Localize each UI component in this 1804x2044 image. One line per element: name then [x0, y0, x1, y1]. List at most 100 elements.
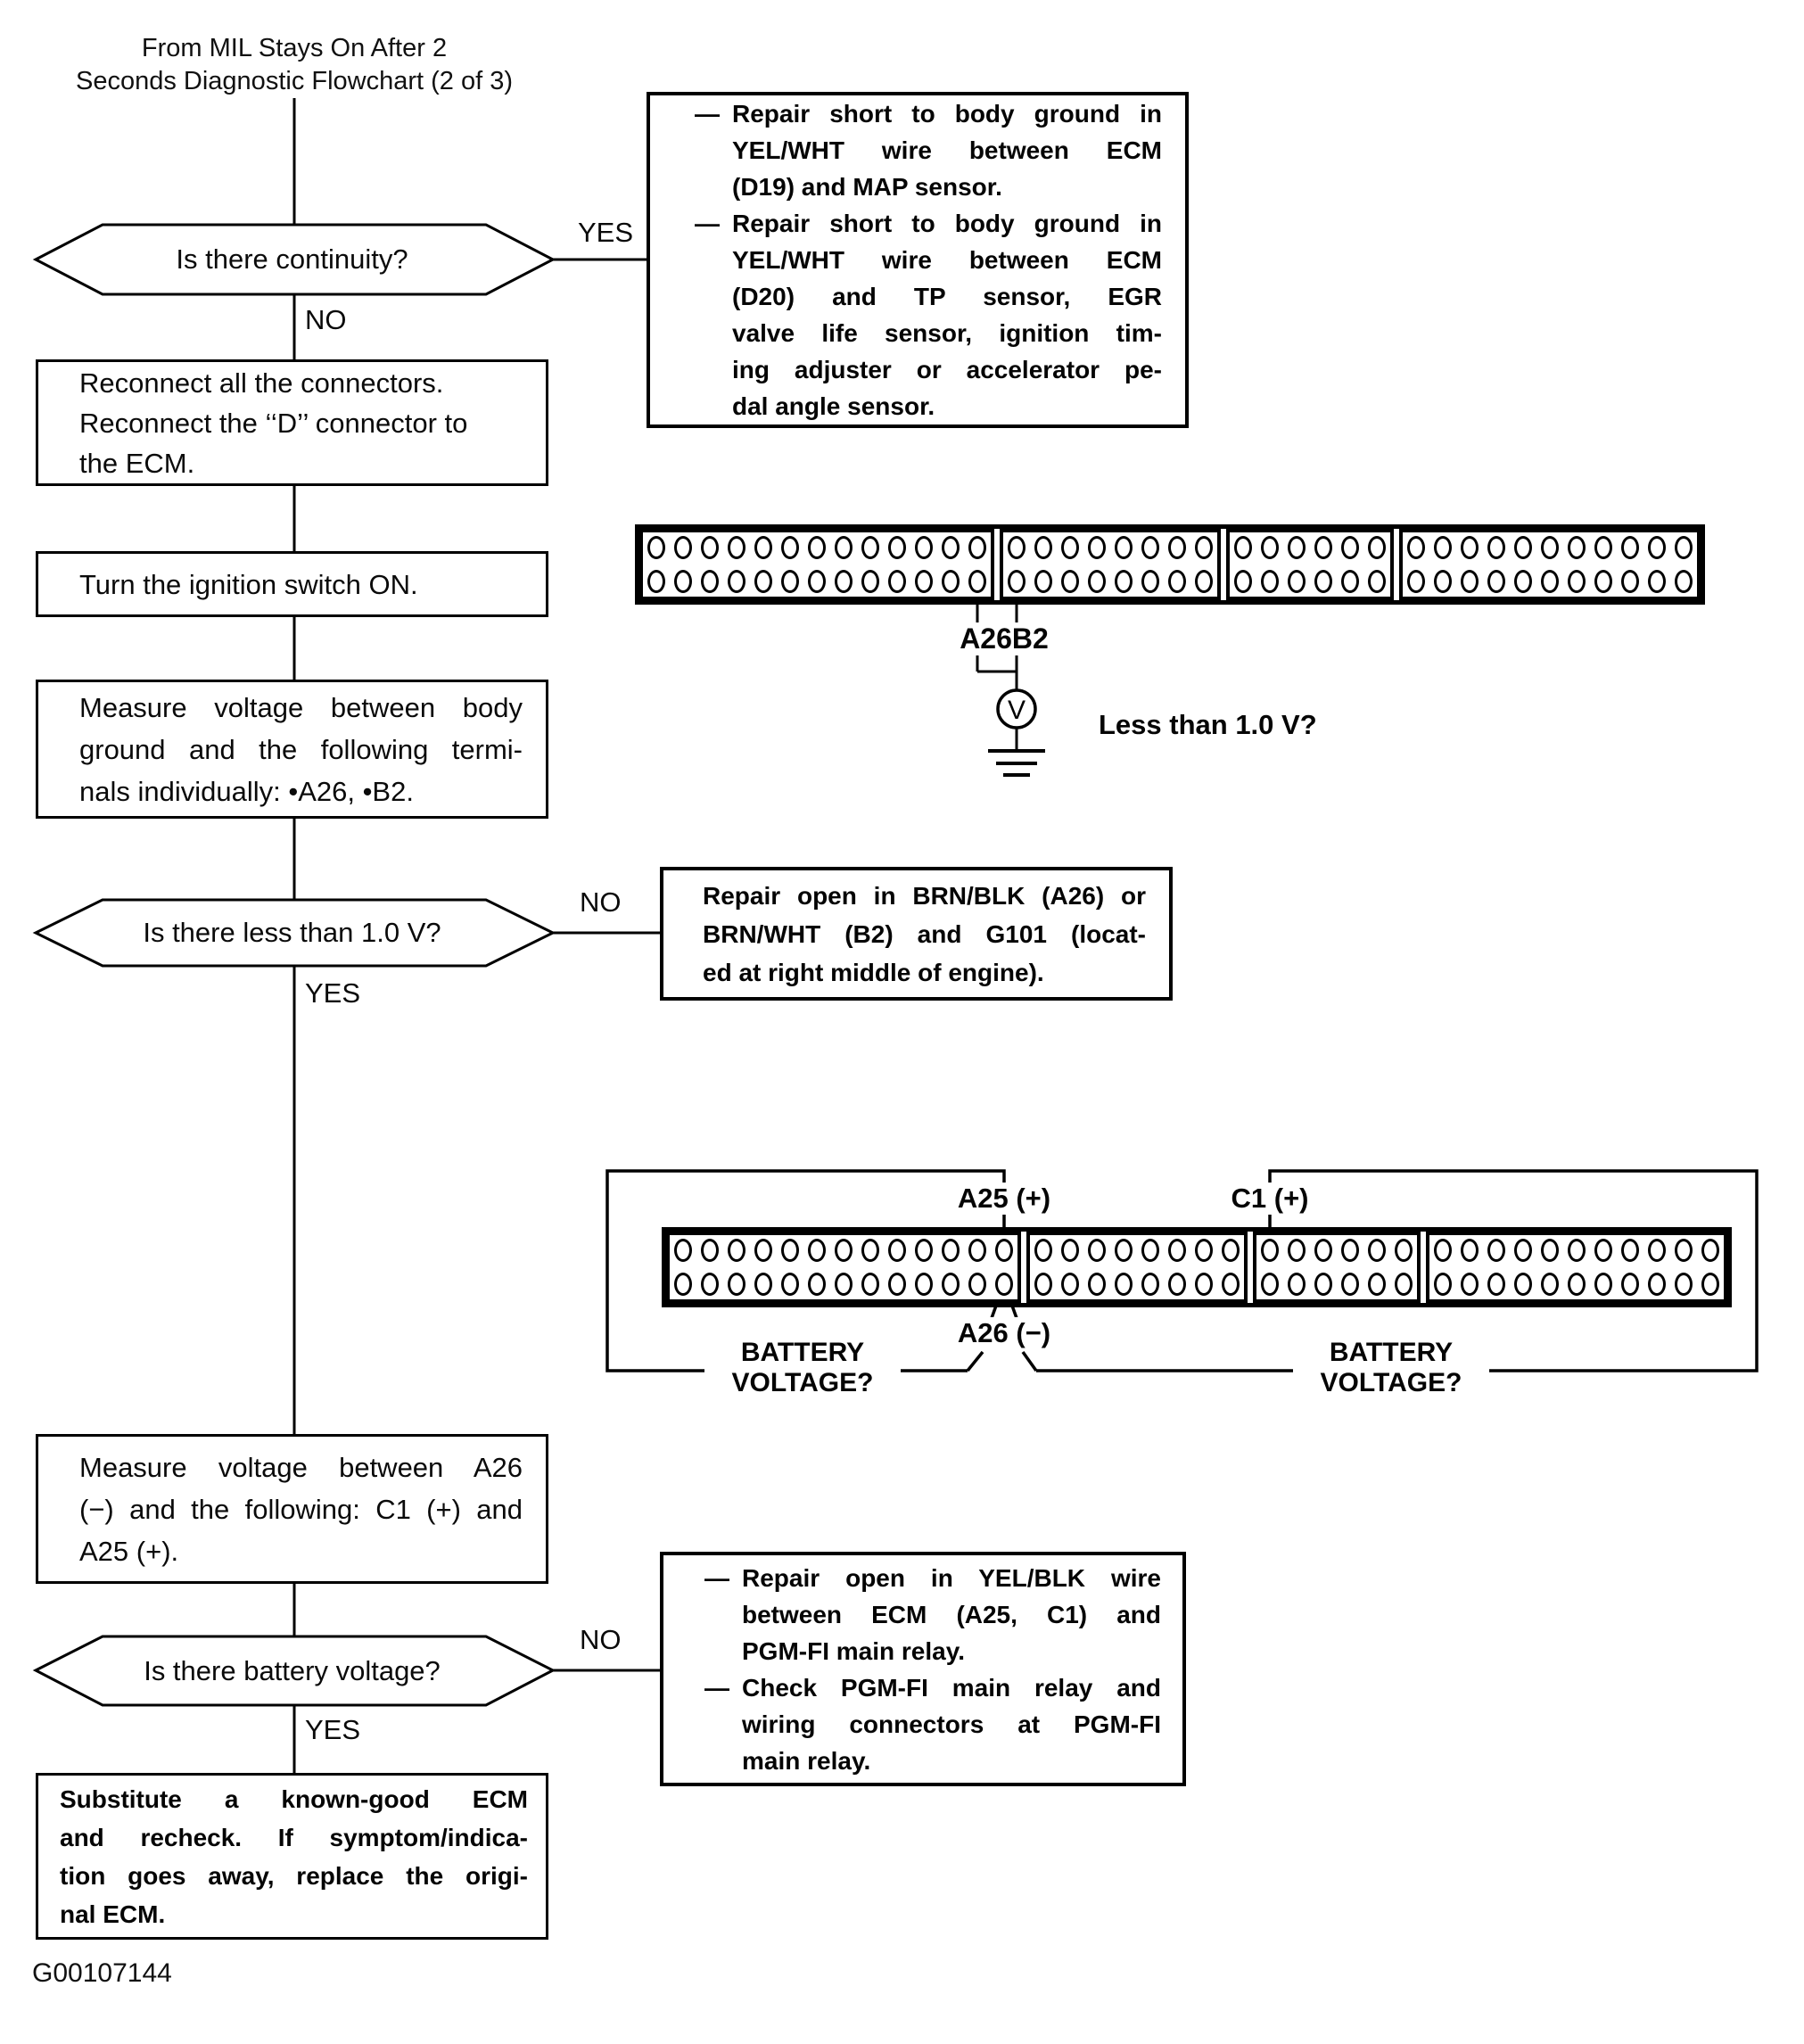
process-line: tion goes away, replace the origi-	[60, 1861, 528, 1890]
connector-pin	[808, 1239, 826, 1262]
branch-label-yes-3: YES	[305, 1714, 361, 1745]
process-box-ignition-on: Turn the ignition switch ON.	[36, 551, 548, 617]
connector-pin	[995, 1239, 1013, 1262]
connector-pin	[1541, 1273, 1559, 1296]
connector-pin	[1395, 1273, 1413, 1296]
connector-pin	[1168, 1273, 1186, 1296]
action-line: BRN/WHT (B2) and G101 (locat-	[703, 919, 1146, 948]
connector-pin	[1314, 1273, 1332, 1296]
action-line: Repair short to body ground in	[732, 100, 1162, 128]
connector-pin	[1368, 570, 1386, 593]
connector-pin	[1701, 1273, 1719, 1296]
connector-pin	[701, 570, 719, 593]
connector-section	[639, 529, 994, 600]
action-line: ed at right middle of engine).	[703, 958, 1044, 986]
connector-pin-row	[1256, 1271, 1417, 1298]
ecm-connector	[662, 1227, 1732, 1307]
connector-pin	[674, 1239, 692, 1262]
connector-pin	[1648, 536, 1666, 559]
connector-pin	[1034, 1239, 1052, 1262]
connector-pin	[1487, 570, 1505, 593]
connector-pin	[1341, 570, 1359, 593]
connector-pin	[1034, 536, 1052, 559]
connector-pin	[1621, 1273, 1639, 1296]
connector-pin-row	[670, 1271, 1017, 1298]
diag-a26-to-left-loop	[966, 1350, 984, 1372]
connector-pin	[1288, 1273, 1306, 1296]
connector-pin	[1514, 1273, 1532, 1296]
connector-pin	[915, 570, 933, 593]
connector-pin	[1088, 570, 1106, 593]
connector-pin	[1341, 536, 1359, 559]
connector-pin	[1675, 1273, 1693, 1296]
action-line: between ECM (A25, C1) and	[742, 1600, 1161, 1628]
connector-pin	[1648, 1273, 1666, 1296]
flow-lines	[292, 98, 660, 1773]
connector-pin	[1594, 1273, 1612, 1296]
action-line: ing adjuster or accelerator pe-	[732, 356, 1162, 383]
connector-pin	[1261, 536, 1279, 559]
process-line: Reconnect all the connectors.	[79, 367, 444, 399]
connector-pin	[1088, 1239, 1106, 1262]
decision-hexagon-continuity	[32, 223, 556, 296]
connector-pin	[888, 1273, 906, 1296]
connector-pin-row	[1403, 534, 1697, 561]
action-line: Repair short to body ground in	[732, 210, 1162, 237]
process-line: the ECM.	[79, 447, 195, 479]
connector-pin	[1487, 1239, 1505, 1262]
connector-pin	[1261, 1239, 1279, 1262]
connector-pin	[1288, 570, 1306, 593]
connector-pin-row	[1003, 534, 1217, 561]
connector-pin	[942, 1239, 960, 1262]
connector-pin	[1288, 1239, 1306, 1262]
connector-pin	[728, 1239, 745, 1262]
connector-pin-row	[1030, 1237, 1244, 1264]
process-line: nals individually: •A26, •B2.	[79, 775, 414, 807]
connector-pin	[1115, 536, 1133, 559]
decision-battery-text: Is there battery voltage?	[144, 1654, 441, 1686]
action-box-repair-open-ground: Repair open in BRN/BLK (A26) or BRN/WHT …	[660, 867, 1173, 1001]
action-box-repair-short: — Repair short to body ground in YEL/WHT…	[647, 92, 1189, 428]
connector-pin	[754, 536, 772, 559]
connector-pin	[1288, 536, 1306, 559]
connector-pin	[995, 1273, 1013, 1296]
connector-pin	[674, 1273, 692, 1296]
action-item: — Repair open in YEL/BLK wire between EC…	[663, 1560, 1161, 1669]
connector-pin	[1434, 1239, 1452, 1262]
connector-pin	[1168, 1239, 1186, 1262]
connector-pin	[861, 570, 879, 593]
connector-pin	[754, 1239, 772, 1262]
pin-label-a25: A25 (+)	[922, 1183, 1086, 1215]
pin-label-c1: C1 (+)	[1197, 1183, 1343, 1215]
connector-section	[1253, 1232, 1421, 1303]
connector-pin	[1621, 536, 1639, 559]
voltmeter-letter: V	[1008, 696, 1026, 725]
connector-pin	[701, 1273, 719, 1296]
action-line: valve life sensor, ignition tim-	[732, 319, 1162, 347]
connector-pin-row	[670, 1237, 1017, 1264]
connector-pin	[1195, 570, 1213, 593]
connector-pin	[1141, 570, 1159, 593]
battery-voltage-question-left: BATTERY VOLTAGE?	[704, 1338, 901, 1398]
action-box-repair-relay: — Repair open in YEL/BLK wire between EC…	[660, 1552, 1186, 1786]
connector-pin	[728, 570, 745, 593]
connector-pin	[1434, 570, 1452, 593]
connector-pin	[808, 1273, 826, 1296]
action-item: — Repair short to body ground in YEL/WHT…	[650, 205, 1162, 424]
action-line: (D19) and MAP sensor.	[732, 173, 1002, 201]
connector-pin	[1407, 570, 1425, 593]
dash-bullet: —	[695, 100, 720, 128]
connector-pin	[915, 536, 933, 559]
connector-pin	[1141, 1273, 1159, 1296]
connector-pin	[1568, 570, 1586, 593]
dash-bullet: —	[695, 210, 720, 237]
connector-pin	[1568, 1239, 1586, 1262]
connector-pin	[1434, 536, 1452, 559]
action-line: Repair open in BRN/BLK (A26) or	[703, 881, 1146, 910]
connector-pin	[835, 1273, 853, 1296]
connector-pin	[942, 1273, 960, 1296]
connector-pin-row	[1003, 568, 1217, 595]
connector-pin	[1234, 570, 1252, 593]
connector-pin	[915, 1273, 933, 1296]
connector-pin	[968, 1273, 986, 1296]
